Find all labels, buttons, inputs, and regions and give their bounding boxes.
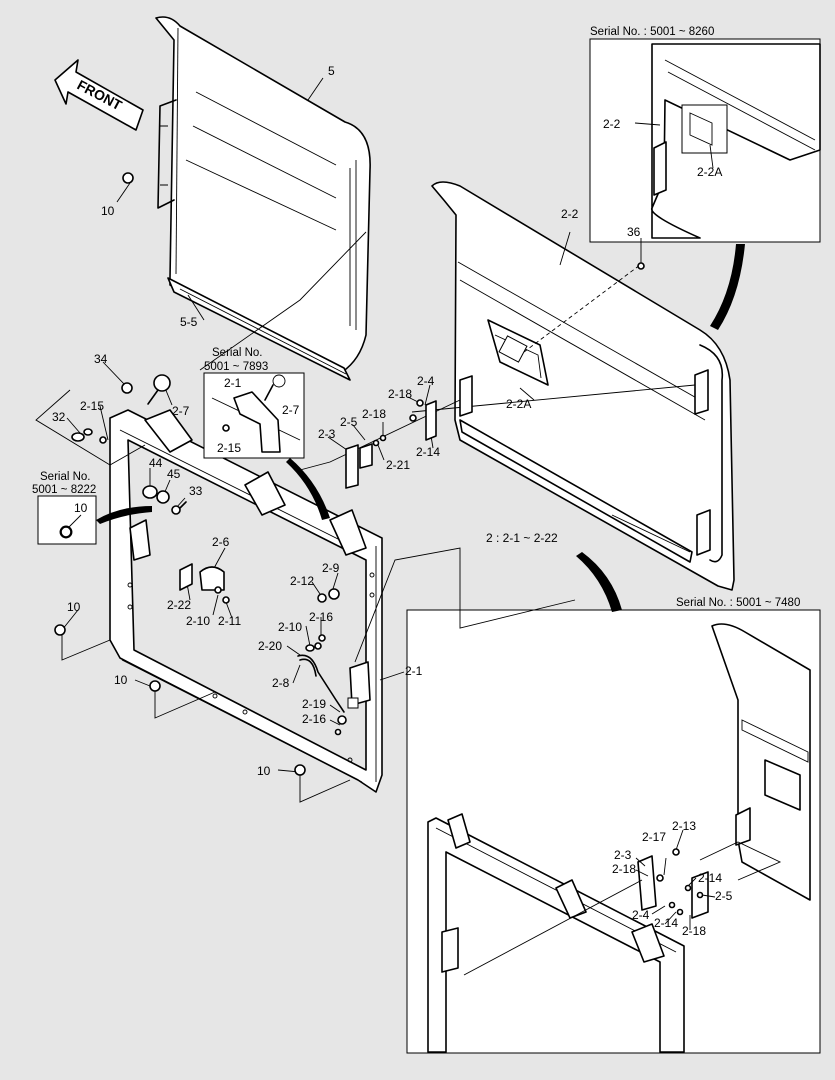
callout-label: 5-5 bbox=[180, 315, 198, 329]
callout-label: 32 bbox=[52, 410, 66, 424]
callout-label: 2-7 bbox=[282, 403, 300, 417]
callout-labels: 5 10 5-5 34 2-7 2-15 32 44 45 33 10 2-1 … bbox=[52, 64, 733, 938]
front-arrow: FRONT bbox=[54, 59, 144, 131]
callout-label: 2-5 bbox=[340, 415, 358, 429]
callout-label: 2-3 bbox=[318, 427, 336, 441]
callout-label: 2-20 bbox=[258, 639, 282, 653]
callout-label: 2-2A bbox=[697, 165, 722, 179]
callout-label: 2-2 bbox=[603, 117, 621, 131]
callout-label: 2-14 bbox=[416, 445, 440, 459]
callout-label: 5 bbox=[328, 64, 335, 78]
hardware-parts bbox=[54, 172, 704, 916]
callout-label: 2-2A bbox=[506, 397, 531, 411]
callout-label: 34 bbox=[94, 352, 108, 366]
callout-label: 2-4 bbox=[632, 908, 650, 922]
callout-label: 2-17 bbox=[642, 830, 666, 844]
callout-label: 2-15 bbox=[80, 399, 104, 413]
callout-label: 2-5 bbox=[715, 889, 733, 903]
callout-label: 2-7 bbox=[172, 404, 190, 418]
serial-note-bracket-range: 5001 ~ 7893 bbox=[204, 361, 268, 373]
callout-label: 10 bbox=[114, 673, 128, 687]
inset-bolt bbox=[37, 495, 97, 545]
callout-label: 2-10 bbox=[186, 614, 210, 628]
callout-label: 2-8 bbox=[272, 676, 290, 690]
callout-label: 2-18 bbox=[362, 407, 386, 421]
callout-label: 33 bbox=[189, 484, 203, 498]
callout-label: 45 bbox=[167, 467, 181, 481]
serial-note-top-right: Serial No. : 5001 ~ 8260 bbox=[590, 26, 714, 38]
callout-label: 2-2 bbox=[561, 207, 579, 221]
callout-arc-left bbox=[96, 506, 152, 524]
callout-label: 2-15 bbox=[217, 441, 241, 455]
callout-label: 10 bbox=[67, 600, 81, 614]
callout-label: 2-10 bbox=[278, 620, 302, 634]
inset-top-right bbox=[589, 38, 821, 243]
callout-label: 44 bbox=[149, 456, 163, 470]
callout-label: 2-4 bbox=[417, 374, 435, 388]
callout-label: 2-6 bbox=[212, 535, 230, 549]
callout-label: 2-12 bbox=[290, 574, 314, 588]
callout-label: 2-9 bbox=[322, 561, 340, 575]
serial-note-bottom-right: Serial No. : 5001 ~ 7480 bbox=[676, 597, 800, 609]
callout-label: 2-18 bbox=[612, 862, 636, 876]
callout-label: 2-14 bbox=[698, 871, 722, 885]
inset-bracket bbox=[203, 372, 305, 459]
callout-label: 2-22 bbox=[167, 598, 191, 612]
callout-label: 10 bbox=[257, 764, 271, 778]
callout-arc-bottom bbox=[576, 552, 622, 612]
callout-label: 2-18 bbox=[388, 387, 412, 401]
assembly-note: 2 : 2-1 ~ 2-22 bbox=[486, 531, 558, 545]
serial-note-bolt-range: 5001 ~ 8222 bbox=[32, 484, 96, 496]
callout-label: 2-13 bbox=[672, 819, 696, 833]
callout-label: 2-1 bbox=[224, 376, 242, 390]
serial-note-bracket-title: Serial No. bbox=[212, 347, 263, 359]
callout-label: 2-16 bbox=[302, 712, 326, 726]
callout-label: 36 bbox=[627, 225, 641, 239]
callout-label: 10 bbox=[74, 501, 88, 515]
rear-panel-2-2 bbox=[431, 181, 735, 591]
callout-label: 2-3 bbox=[614, 848, 632, 862]
callout-label: 2-18 bbox=[682, 924, 706, 938]
serial-note-bolt-title: Serial No. bbox=[40, 471, 91, 483]
callout-arc-top bbox=[710, 244, 745, 330]
callout-label: 2-19 bbox=[302, 697, 326, 711]
callout-arc-bracket bbox=[286, 458, 330, 520]
callout-label: 10 bbox=[101, 204, 115, 218]
inset-bottom-right bbox=[406, 609, 821, 1054]
callout-label: 2-21 bbox=[386, 458, 410, 472]
callout-label: 2-1 bbox=[405, 664, 423, 678]
callout-label: 2-11 bbox=[218, 614, 241, 628]
callout-label: 2-14 bbox=[654, 916, 678, 930]
callout-label: 2-16 bbox=[309, 610, 333, 624]
